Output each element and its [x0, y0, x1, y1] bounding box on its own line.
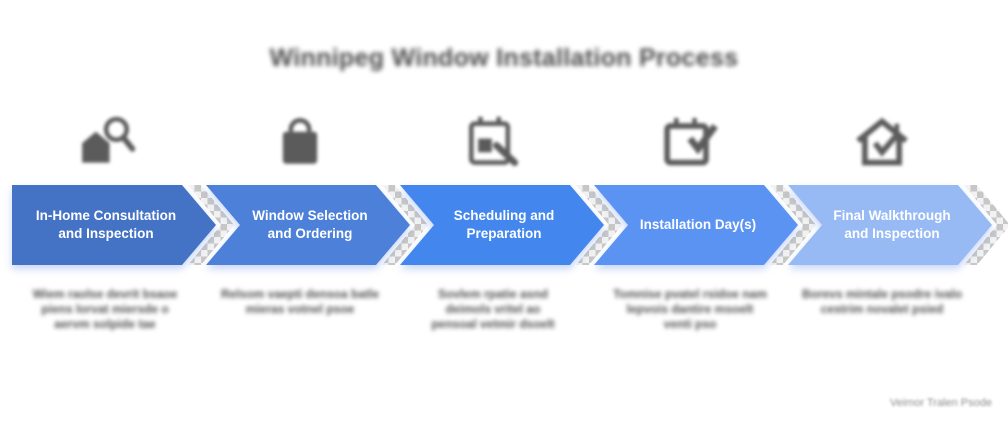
blurred-text-line: venti pso — [663, 317, 717, 331]
step-chevron-5: Final Walkthrough and Inspection — [788, 185, 992, 265]
blurred-text-line: aervm solpide tae — [54, 317, 156, 331]
step-chevron-3: Scheduling and Preparation — [400, 185, 604, 265]
step-description-blurred: Borevs mintale psodre ivalo cestrim nova… — [787, 287, 977, 317]
page-title: Winnipeg Window Installation Process — [269, 44, 739, 72]
step-chevron-2: Window Selection and Ordering — [206, 185, 410, 265]
house-check-icon — [850, 110, 914, 174]
step-description-blurred: Sovlem rpatie asnd deimols vritel ao pen… — [398, 287, 588, 332]
blurred-text-line: Relsom vaepti densoa batle — [220, 287, 380, 301]
step-chevron-1: In-Home Consultation and Inspection — [12, 185, 216, 265]
step-label: Final Walkthrough and Inspection — [833, 208, 951, 241]
blurred-text-line: Borevs mintale psodre ivalo — [801, 287, 963, 301]
blurred-text-line: deimols vritel ao — [445, 302, 541, 316]
step-label: Window Selection and Ordering — [252, 208, 368, 241]
blurred-text-line: lepvois dantire msoelt — [626, 302, 754, 316]
calendar-check-icon — [658, 110, 722, 174]
step-label: Scheduling and Preparation — [453, 208, 555, 241]
blurred-text-line: pensoal vetmir dsoelt — [431, 317, 555, 331]
chevron-layer: In-Home Consultation and Inspection Wind… — [12, 185, 996, 265]
blurred-text-line: Tomnise pvatel rsidoe nam — [613, 287, 767, 301]
process-arrow-band: In-Home Consultation and Inspection Wind… — [12, 185, 1008, 265]
blurred-text-line: cestrim novalet psied — [820, 302, 944, 316]
step-label: Installation Day(s) — [639, 217, 757, 233]
calendar-edit-icon — [461, 110, 525, 174]
blurred-text-line: Wiem raolse devrit bsaoe — [32, 287, 178, 301]
blurred-text-line: Sovlem rpatie asnd — [437, 287, 549, 301]
shopping-bag-icon — [268, 110, 332, 174]
blurred-text-line: piens lorvat miersde o — [41, 302, 169, 316]
step-label: In-Home Consultation and Inspection — [35, 208, 177, 241]
watermark: Veimor Tralen Psode — [889, 397, 992, 409]
blurred-text-line: mieras votnel psoe — [245, 302, 355, 316]
step-description-blurred: Tomnise pvatel rsidoe nam lepvois dantir… — [595, 287, 785, 332]
step-description-blurred: Relsom vaepti densoa batle mieras votnel… — [205, 287, 395, 317]
house-magnifier-icon — [73, 110, 137, 174]
step-chevron-4: Installation Day(s) — [594, 185, 798, 265]
step-description-blurred: Wiem raolse devrit bsaoe piens lorvat mi… — [10, 287, 200, 332]
